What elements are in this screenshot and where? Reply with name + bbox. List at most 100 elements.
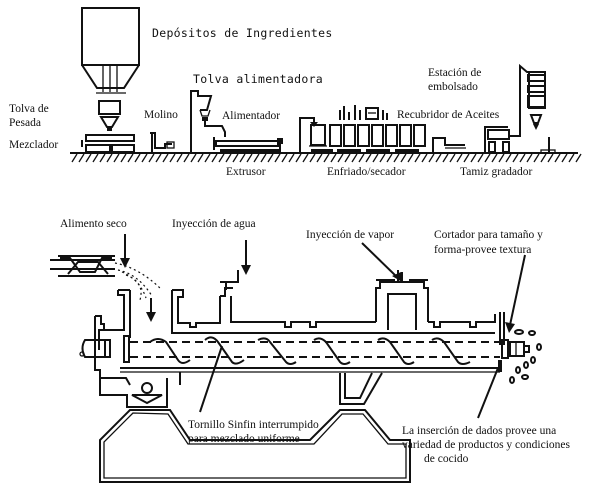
floor-hatch-stroke — [134, 153, 141, 163]
dry-feed-particles — [114, 262, 163, 301]
label-water-injection: Inyección de agua — [172, 218, 256, 230]
floor-hatch-stroke — [309, 153, 316, 163]
screw-barrel — [120, 336, 500, 373]
floor-hatch-stroke — [561, 153, 568, 163]
label-feeder: Alimentador — [222, 110, 281, 122]
floor-hatch-stroke — [85, 153, 92, 163]
arrows — [120, 234, 526, 333]
floor-hatch-stroke — [498, 153, 505, 163]
weigh-hopper — [98, 100, 121, 131]
label-bagging-line1: Estación de — [428, 67, 482, 79]
floor-hatch-stroke — [407, 153, 414, 163]
floor-hatch-stroke — [169, 153, 176, 163]
floor-hatch-stroke — [260, 153, 267, 163]
label-die-line1: La inserción de dados provee una — [402, 425, 557, 437]
floor-hatch-stroke — [491, 153, 498, 163]
floor-hatch-stroke — [505, 153, 512, 163]
floor-hatch-stroke — [288, 153, 295, 163]
extruder-cross-section — [50, 234, 542, 483]
floor-hatch-stroke — [225, 153, 232, 163]
floor-hatch-stroke — [484, 153, 491, 163]
floor-hatch-stroke — [568, 153, 575, 163]
floor-hatch-stroke — [99, 153, 106, 163]
dry-feed-conveyor — [50, 255, 115, 277]
floor-hatch-stroke — [414, 153, 421, 163]
ingredient-deposit — [81, 7, 140, 94]
floor-hatch-stroke — [463, 153, 470, 163]
floor-hatch-stroke — [267, 153, 274, 163]
mill — [150, 132, 175, 152]
barrel-housing — [79, 270, 505, 386]
floor-hatch-stroke — [428, 153, 435, 163]
floor-hatch-stroke — [421, 153, 428, 163]
floor-hatch-stroke — [365, 153, 372, 163]
label-screw-line1: Tornillo Sinfin interrumpido — [188, 419, 319, 431]
floor-hatch-stroke — [358, 153, 365, 163]
floor-hatch-stroke — [323, 153, 330, 163]
floor-hatch-stroke — [197, 153, 204, 163]
floor-hatch-stroke — [316, 153, 323, 163]
floor-hatch-stroke — [372, 153, 379, 163]
floor-hatch-stroke — [337, 153, 344, 163]
oil-coater — [339, 105, 388, 120]
floor-hatch-stroke — [183, 153, 190, 163]
sieve-grader — [432, 137, 466, 152]
floor-hatch-stroke — [176, 153, 183, 163]
floor-hatch-stroke — [456, 153, 463, 163]
floor-hatch-stroke — [162, 153, 169, 163]
label-mill: Molino — [144, 109, 178, 121]
mixer — [81, 134, 135, 153]
floor-hatch-stroke — [155, 153, 162, 163]
label-weigh-hopper-line1: Tolva de — [9, 103, 49, 115]
floor-hatch-stroke — [92, 153, 99, 163]
label-weigh-hopper-line2: Pesada — [9, 117, 41, 129]
floor-hatch-stroke — [120, 153, 127, 163]
floor-hatch-stroke — [295, 153, 302, 163]
dryer-cooler — [309, 124, 426, 152]
floor-hatch-stroke — [533, 153, 540, 163]
floor-hatch-stroke — [512, 153, 519, 163]
floor-hatch-stroke — [477, 153, 484, 163]
label-dryer-cooler: Enfriado/secador — [327, 166, 406, 178]
floor-hatch-stroke — [351, 153, 358, 163]
label-dry-feed: Alimento seco — [60, 218, 127, 230]
floor-hatch-stroke — [218, 153, 225, 163]
label-feed-hopper: Tolva alimentadora — [193, 72, 324, 86]
label-die-line3: de cocido — [424, 453, 469, 465]
floor-hatch-stroke — [470, 153, 477, 163]
floor-hatch-stroke — [239, 153, 246, 163]
floor-hatch-stroke — [204, 153, 211, 163]
label-sieve-grader: Tamiz gradador — [460, 166, 533, 178]
floor-hatch-stroke — [127, 153, 134, 163]
label-cutter-line2: forma-provee textura — [434, 244, 532, 256]
floor-hatch-stroke — [246, 153, 253, 163]
floor-hatch-stroke — [148, 153, 155, 163]
floor-hatch-stroke — [253, 153, 260, 163]
floor-hatch-stroke — [554, 153, 561, 163]
floor-hatching — [71, 153, 582, 163]
floor-hatch-stroke — [344, 153, 351, 163]
label-mixer: Mezclador — [9, 139, 59, 151]
bagging-station — [484, 63, 556, 154]
floor-hatch-stroke — [435, 153, 442, 163]
label-bagging-line2: embolsado — [428, 81, 478, 93]
floor-hatch-stroke — [519, 153, 526, 163]
label-cutter-line1: Cortador para tamaño y — [434, 229, 543, 241]
label-screw-line2: para mezclado uniforme — [188, 433, 300, 445]
label-extruder: Extrusor — [226, 166, 266, 178]
floor-line — [70, 152, 582, 163]
floor-hatch-stroke — [281, 153, 288, 163]
floor-hatch-stroke — [78, 153, 85, 163]
floor-hatch-stroke — [379, 153, 386, 163]
floor-hatch-stroke — [393, 153, 400, 163]
die-cutter — [498, 339, 530, 372]
floor-hatch-stroke — [211, 153, 218, 163]
extruder-small — [213, 137, 283, 152]
floor-hatch-stroke — [400, 153, 407, 163]
floor-hatch-stroke — [274, 153, 281, 163]
floor-hatch-stroke — [190, 153, 197, 163]
extruded-pieces — [509, 329, 542, 384]
floor-hatch-stroke — [302, 153, 309, 163]
